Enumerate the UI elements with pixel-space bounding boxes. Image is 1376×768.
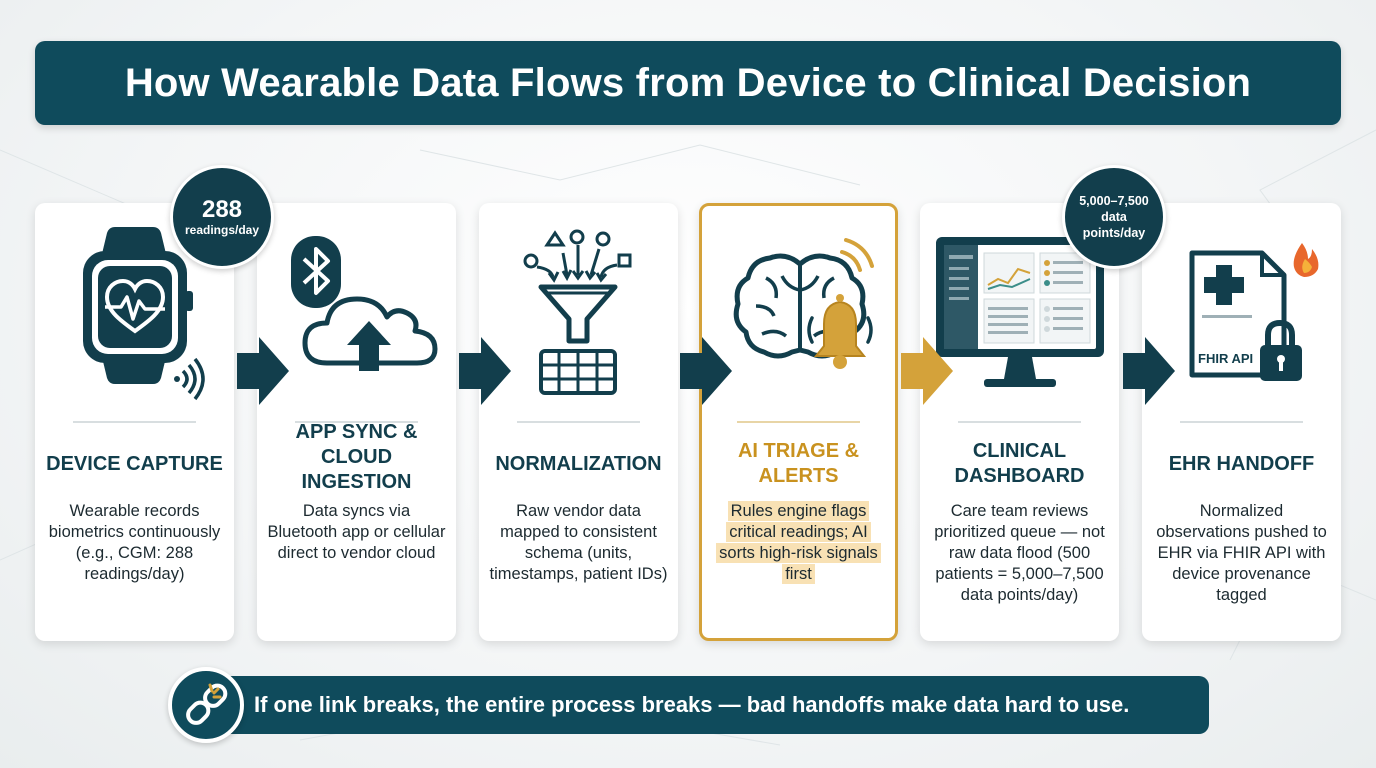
smartwatch-icon: [83, 227, 205, 401]
stage-description: Wearable records biometrics continuously…: [48, 502, 221, 583]
stage-description: Raw vendor data mapped to consistent sch…: [489, 502, 668, 583]
card-divider: [737, 421, 860, 423]
stage-title: APP SYNC & CLOUD INGESTION: [295, 420, 418, 493]
stage-card-normalization: NORMALIZATION Raw vendor data mapped to …: [479, 203, 678, 641]
stage-title: DEVICE CAPTURE: [46, 452, 223, 475]
stage-title: NORMALIZATION: [495, 452, 662, 475]
card-divider: [295, 421, 418, 423]
stage-description: Care team reviews prioritized queue — no…: [934, 502, 1105, 604]
stage-description: Rules engine flags critical readings; AI…: [712, 501, 885, 585]
funnel-normalization-icon: [523, 229, 632, 395]
card-divider: [958, 421, 1081, 423]
card-divider: [517, 421, 640, 423]
bluetooth-cloud-upload-icon: [291, 236, 438, 371]
stage-card-ehr-handoff: FHIR API EHR HANDOFF Normalized observat…: [1142, 203, 1341, 641]
stage-title: CLINICAL DASHBOARD: [954, 440, 1085, 487]
badge-number: 288: [201, 196, 243, 223]
stage-title: AI TRIAGE & ALERTS: [737, 440, 860, 487]
readings-per-day-badge: 288 readings/day: [170, 165, 274, 269]
stage-card-clinical-dashboard: CLINICAL DASHBOARD Care team reviews pri…: [920, 203, 1119, 641]
page-title: How Wearable Data Flows from Device to C…: [124, 60, 1252, 105]
ehr-document-lock-icon: FHIR API: [1189, 243, 1319, 381]
dashboard-monitor-icon: [936, 237, 1104, 387]
card-divider: [73, 421, 196, 423]
stage-title: EHR HANDOFF: [1168, 452, 1315, 475]
flow-arrow-highlight: [901, 337, 953, 405]
footer-banner: If one link breaks, the entire process b…: [196, 676, 1209, 734]
stage-description: Normalized observations pushed to EHR vi…: [1156, 502, 1327, 604]
stage-card-ai-triage: AI TRIAGE & ALERTS Rules engine flags cr…: [699, 203, 898, 641]
highlighted-description: Rules engine flags critical readings; AI…: [716, 501, 881, 584]
flow-arrow: [680, 337, 732, 405]
flow-arrow: [237, 337, 289, 405]
stage-card-device-capture: DEVICE CAPTURE Wearable records biometri…: [35, 203, 234, 641]
stage-card-app-sync: APP SYNC & CLOUD INGESTION Data syncs vi…: [257, 203, 456, 641]
footer-message: If one link breaks, the entire process b…: [254, 692, 1130, 717]
data-points-badge: 5,000–7,500 data points/day: [1062, 165, 1166, 269]
badge-text: 5,000–7,500 data points/day: [1079, 194, 1149, 240]
brain-alert-bell-icon: [733, 238, 874, 369]
flow-arrow: [459, 337, 511, 405]
broken-link-icon: [168, 667, 244, 743]
fhir-api-label: FHIR API: [1198, 351, 1253, 366]
badge-unit: readings/day: [184, 223, 260, 237]
title-banner: How Wearable Data Flows from Device to C…: [35, 41, 1341, 125]
card-divider: [1180, 421, 1303, 423]
flow-arrow: [1123, 337, 1175, 405]
stage-description: Data syncs via Bluetooth app or cellular…: [267, 502, 446, 562]
